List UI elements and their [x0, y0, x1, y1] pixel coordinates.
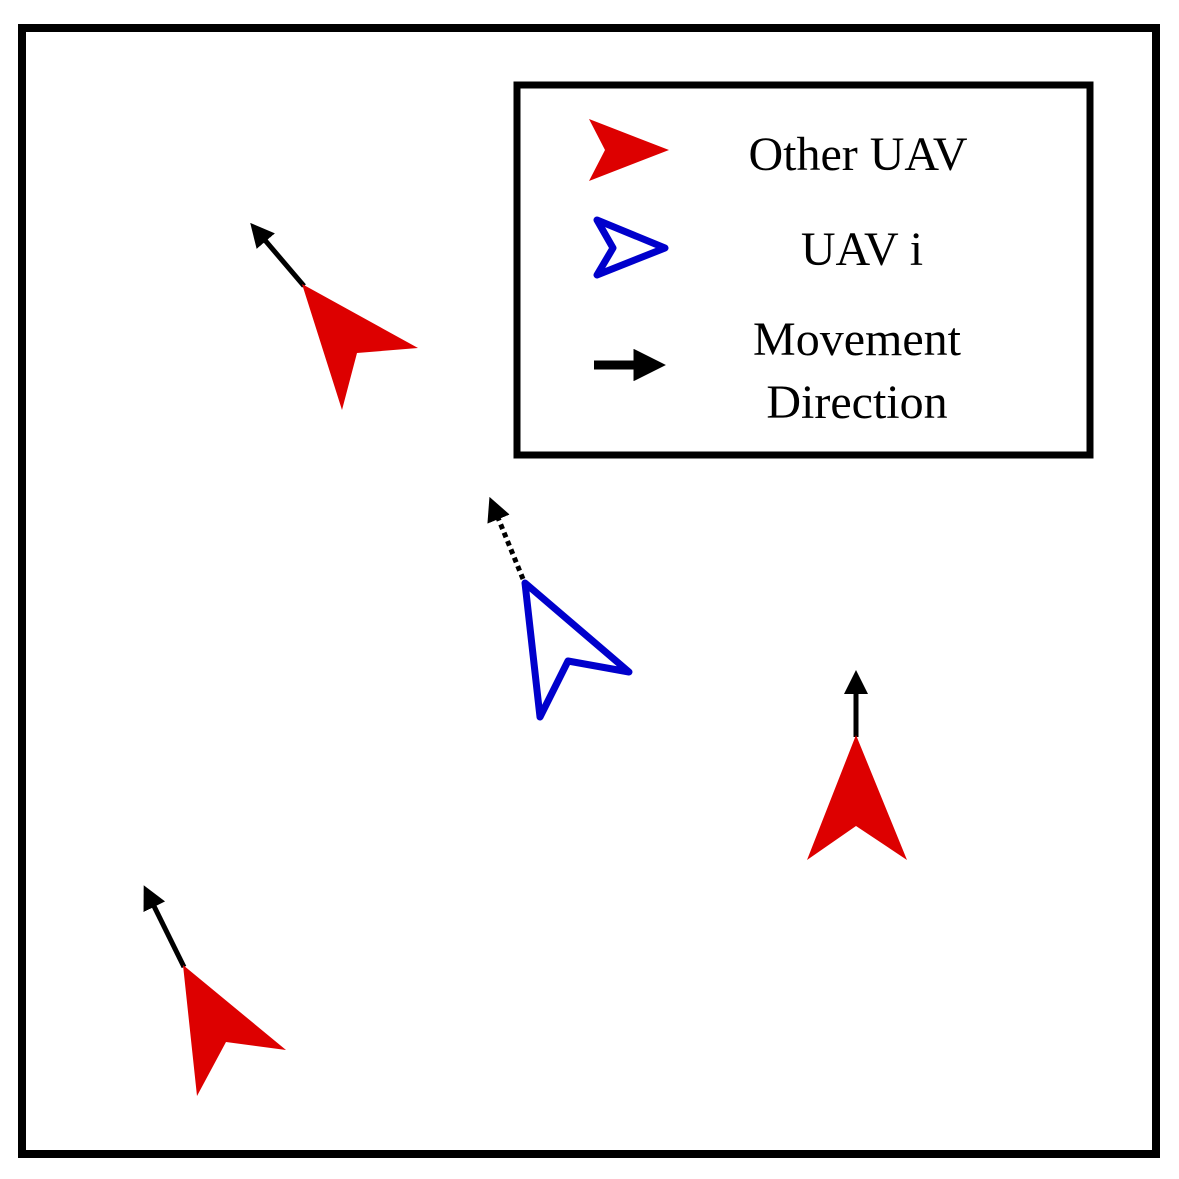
other-uav-3 — [143, 885, 286, 1096]
other-uav-2 — [807, 669, 907, 860]
other-uav-1-icon — [302, 284, 418, 410]
other-uav-legend-icon — [589, 119, 669, 181]
uav-i-legend-label: UAV i — [801, 223, 923, 276]
movement-legend-label-line2: Direction — [766, 376, 947, 429]
other-uav-1 — [250, 222, 418, 410]
other-uav-3-icon — [183, 965, 286, 1096]
other-uav-2-icon — [807, 735, 907, 860]
movement-arrow-1 — [250, 222, 306, 288]
diagram-frame — [18, 24, 1160, 1158]
legend: Other UAV UAV i Movement Direction — [513, 81, 1094, 459]
movement-arrow-3 — [143, 885, 187, 969]
other-uav-legend-label: Other UAV — [748, 128, 967, 181]
movement-legend-label-line1: Movement — [753, 313, 962, 366]
movement-arrow-uav-i — [487, 496, 526, 580]
uav-i-icon — [521, 579, 633, 721]
uav-i — [487, 496, 633, 721]
uav-i-legend-icon — [593, 216, 669, 279]
